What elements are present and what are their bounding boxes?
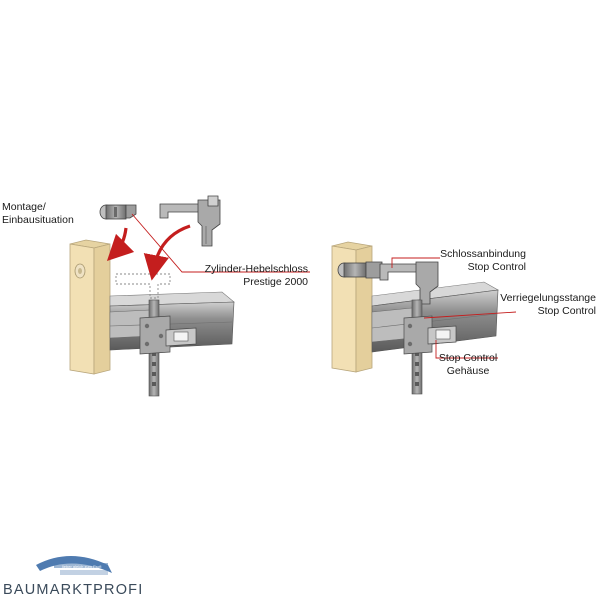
left-wood-panel xyxy=(69,239,111,375)
leader-gehaeuse xyxy=(435,340,498,359)
leader-lock xyxy=(131,213,310,273)
label-verriegelung-line2: Stop Control xyxy=(537,305,596,317)
cylinder-lock-part xyxy=(99,204,137,220)
lever-bracket-part xyxy=(159,195,221,247)
logo-watermark-text: lieber gleich zum Profi xyxy=(62,564,101,569)
label-montage-line2: Einbausituation xyxy=(2,214,74,226)
label-schloss-line1: Schlossanbindung xyxy=(440,248,526,260)
right-wood-panel xyxy=(331,241,373,373)
label-gehaeuse-line2: Gehäuse xyxy=(446,365,490,377)
label-gehaeuse-line1: Stop Control xyxy=(438,352,498,364)
label-schlossanbindung: Schlossanbindung Stop Control xyxy=(418,248,526,274)
installed-lever-bracket xyxy=(379,261,439,305)
label-montage: Montage/ Einbausituation xyxy=(2,201,74,227)
label-gehaeuse: Stop Control Gehäuse xyxy=(434,352,502,378)
left-assembly xyxy=(69,195,310,397)
arrow-cylinder xyxy=(106,227,135,262)
logo-wordmark: BAUMARKTPROFI xyxy=(3,582,144,598)
label-lock-line1: Zylinder-Hebelschloss xyxy=(204,263,308,275)
baumarktprofi-logo: lieber gleich zum Profi xyxy=(36,556,112,575)
label-lock-line2: Prestige 2000 xyxy=(243,276,308,288)
label-montage-line1: Montage/ xyxy=(2,201,46,213)
label-lock: Zylinder-Hebelschloss Prestige 2000 xyxy=(196,263,308,289)
left-stop-control-housing xyxy=(139,315,197,355)
left-dashed-lock-outline xyxy=(115,273,171,299)
installed-cylinder-lock xyxy=(337,261,383,279)
left-drawer-rail xyxy=(109,291,235,351)
right-drawer-rail xyxy=(371,281,499,353)
logo-roof-swoosh xyxy=(36,556,112,573)
arrow-bracket xyxy=(143,224,191,281)
assembly-arrows xyxy=(106,224,191,281)
leader-schloss xyxy=(391,257,440,268)
right-assembly xyxy=(331,241,517,395)
right-leaders xyxy=(391,257,517,359)
leader-verriegelung xyxy=(423,311,517,319)
label-verriegelung-line1: Verriegelungsstange xyxy=(500,292,596,304)
right-stop-control-housing xyxy=(403,315,457,355)
label-verriegelungsstange: Verriegelungsstange Stop Control xyxy=(480,292,596,318)
label-schloss-line2: Stop Control xyxy=(467,261,526,273)
